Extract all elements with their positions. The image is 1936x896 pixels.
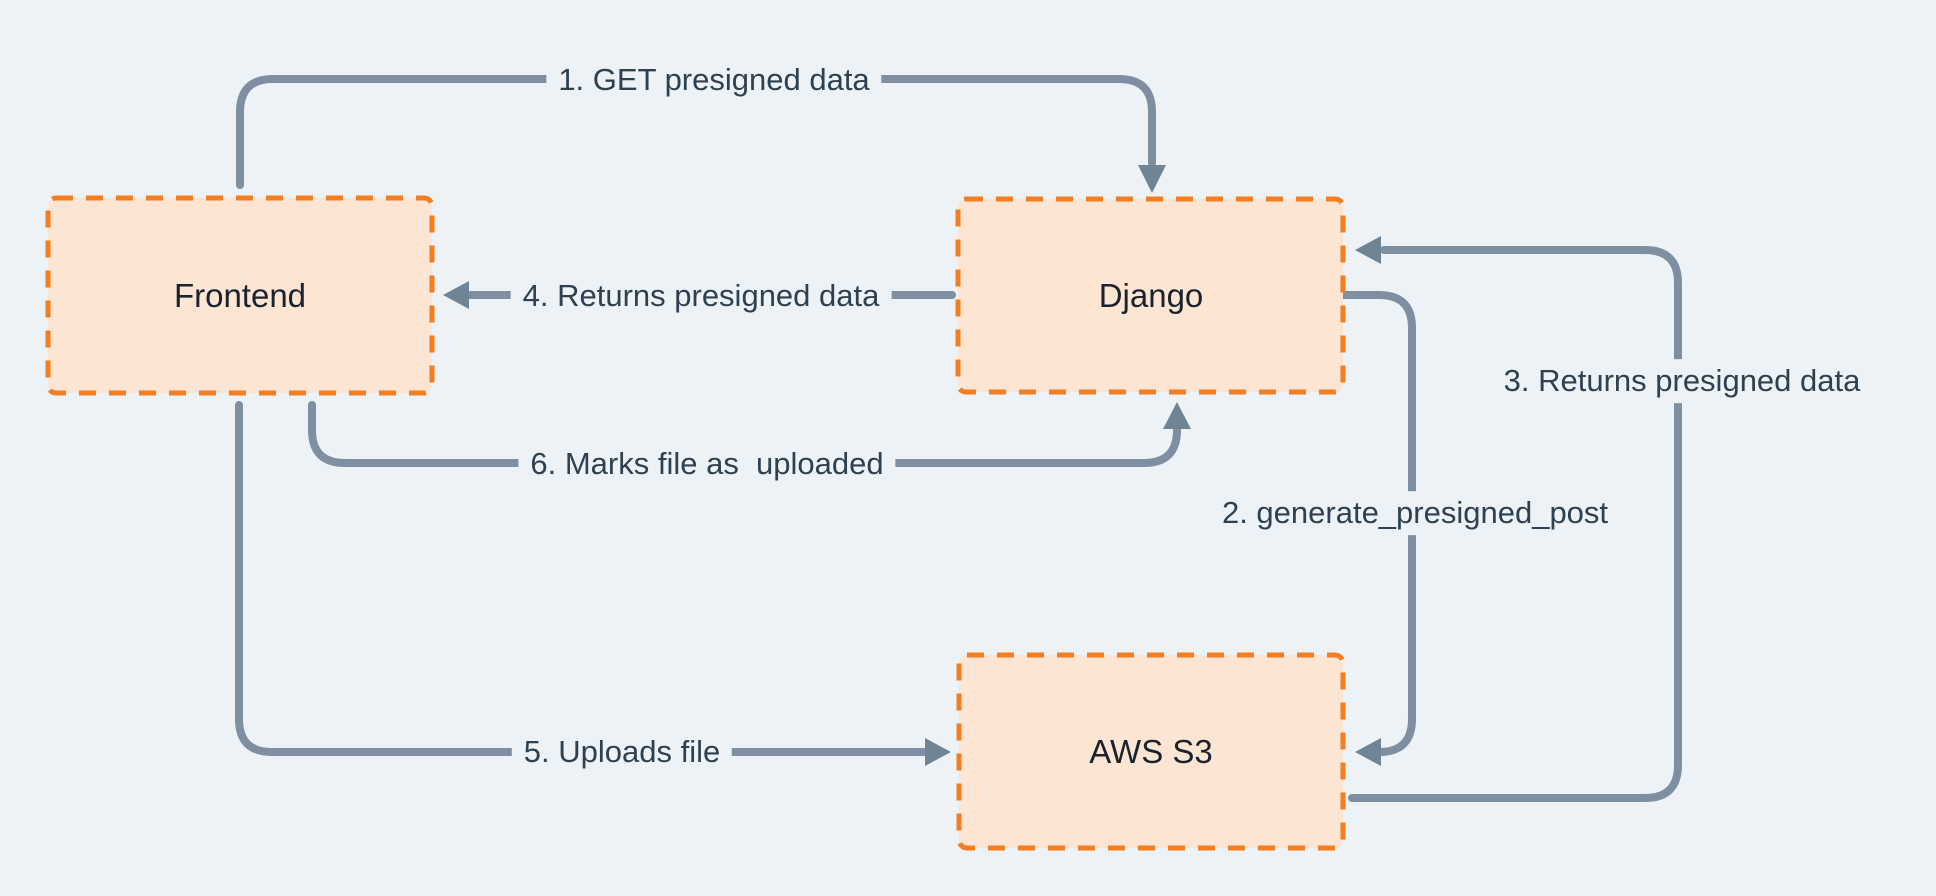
step-4-label: 4. Returns presigned data <box>510 274 892 318</box>
step-6-label: 6. Marks file as uploaded <box>518 442 896 486</box>
arrow-step-3 <box>1348 246 1682 802</box>
step-1-label: 1. GET presigned data <box>546 58 882 102</box>
node-django-box <box>955 196 1346 395</box>
arrow-step-2 <box>1339 291 1416 756</box>
node-aws-s3-label: AWS S3 <box>1089 733 1213 770</box>
arrowhead-step-6 <box>1163 402 1191 429</box>
arrowhead-step-2 <box>1355 738 1381 766</box>
arrowhead-step-4 <box>443 281 469 309</box>
step-3-label: 3. Returns presigned data <box>1491 359 1873 403</box>
node-aws-s3-box <box>956 652 1346 851</box>
node-django-label: Django <box>1098 277 1204 314</box>
node-frontend-label: Frontend <box>173 277 307 314</box>
node-frontend-box <box>45 195 435 396</box>
arrowhead-step-1 <box>1138 165 1166 193</box>
arrow-step-6 <box>308 401 1181 467</box>
step-5-label: 5. Uploads file <box>511 730 733 774</box>
step-2-label: 2. generate_presigned_post <box>1209 491 1621 535</box>
arrowhead-step-3 <box>1355 236 1381 264</box>
arrow-step-5 <box>235 401 927 756</box>
arrowhead-step-5 <box>925 738 951 766</box>
